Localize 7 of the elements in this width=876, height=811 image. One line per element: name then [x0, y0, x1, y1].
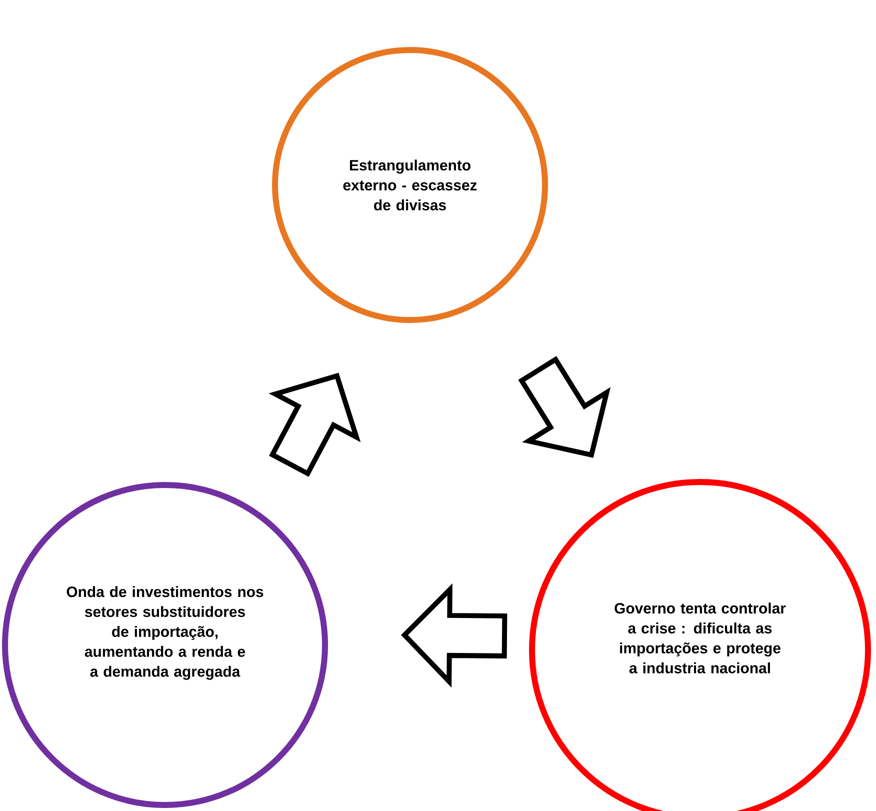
circle-text: Governo tenta controlar a crise : dificulta as importações e protege a industria nacional: [614, 602, 786, 674]
circle-text: Onda de investimentos nos setores substituidores de importação, aumentando a renda e a demanda agregada: [66, 586, 264, 680]
cycle-circle: [2, 482, 328, 808]
cycle-circle: [272, 47, 548, 323]
circle-text: Estrangulamento externo - escassez de divisas: [343, 160, 477, 210]
block-arrow: [401, 583, 508, 688]
block-arrow: [268, 372, 361, 477]
